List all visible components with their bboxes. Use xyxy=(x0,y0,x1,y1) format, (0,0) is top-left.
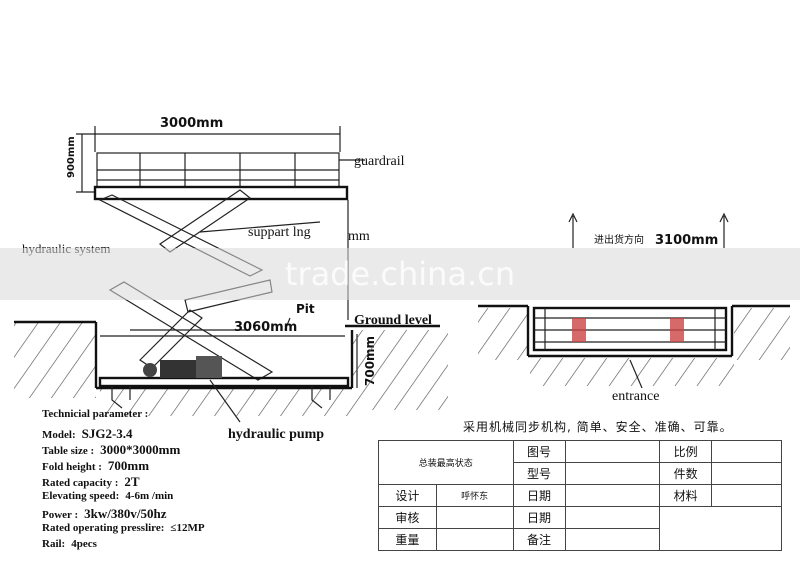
pit-label: Pit xyxy=(296,302,315,316)
spec-label: Model: xyxy=(42,429,76,441)
spec-label: Elevating speed: xyxy=(42,490,120,502)
scale-label: 比例 xyxy=(659,440,713,463)
drawing-name: 总装最高状态 xyxy=(378,440,514,485)
spec-value: 4-6m /min xyxy=(125,490,174,502)
date-value xyxy=(564,506,661,529)
drawing-no-value xyxy=(564,440,661,463)
spec-heading: Technicial parameter : xyxy=(42,408,149,420)
date-value xyxy=(564,484,661,507)
plan-floor-hatch xyxy=(530,358,734,386)
watermark-text: trade.china.cn xyxy=(285,255,515,293)
spec-label: Fold height : xyxy=(42,461,102,473)
spec-value: 4pecs xyxy=(71,538,97,550)
spec-row: Power : 3kw/380v/50hz xyxy=(42,506,167,522)
spec-value: 3000*3000mm xyxy=(100,442,181,457)
spec-value: 700mm xyxy=(107,458,150,473)
left-ground-hatch xyxy=(14,322,96,398)
plan-right-hatch xyxy=(734,308,790,360)
direction-label: 进出货方向 xyxy=(594,233,644,246)
spec-label: Power : xyxy=(42,509,79,521)
plan-table-frame xyxy=(532,306,728,352)
pit-length-label: 3060mm xyxy=(234,320,297,335)
right-ground-hatch xyxy=(352,330,448,410)
date-label: 日期 xyxy=(512,506,566,529)
hydraulic-pump: hydraulic pump xyxy=(143,356,324,442)
side-elevation: 3000mm 900mm guardrail suppar xyxy=(14,116,448,442)
weight-value xyxy=(435,528,514,551)
date-label: 日期 xyxy=(512,484,566,507)
guardrail: guardrail xyxy=(96,152,405,188)
spec-label: Rail: xyxy=(42,538,66,550)
spec-row: Elevating speed: 4-6m /min xyxy=(42,490,173,502)
pit-feet xyxy=(111,386,331,409)
watermark: trade.china.cn xyxy=(0,248,800,300)
plan-left-hatch xyxy=(478,308,528,360)
slogan: 采用机械同步机构, 简单、安全、准确、可靠。 xyxy=(463,420,733,434)
spec-value: ≤12MP xyxy=(170,522,205,534)
top-width-label: 3000mm xyxy=(160,116,223,131)
material-value xyxy=(711,484,782,507)
side-dimension-fragment: mm xyxy=(348,229,370,244)
plan-view: 进出货方向 3100mm entrance xyxy=(478,212,790,404)
spec-row: Fold height : 700mm xyxy=(42,458,149,474)
spec-value: 2T xyxy=(124,474,140,489)
entrance-label: entrance xyxy=(612,389,659,404)
guardrail-label: guardrail xyxy=(354,154,405,169)
spec-value: 3kw/380v/50hz xyxy=(84,506,167,521)
review-label: 审核 xyxy=(378,506,437,529)
spec-label: Table size : xyxy=(42,445,95,457)
spec-row: Table size : 3000*3000mm xyxy=(42,442,180,458)
spec-row: Rail: 4pecs xyxy=(42,538,97,550)
guardrail-height-label: 900mm xyxy=(66,136,77,178)
remark-label: 备注 xyxy=(512,528,566,551)
top-width-dimension: 3000mm xyxy=(94,116,341,152)
spec-label: Rated operating presslire: xyxy=(42,522,165,534)
scale-value xyxy=(711,440,782,463)
drawing-no-label: 图号 xyxy=(512,440,566,463)
model-no-value xyxy=(564,462,661,485)
spec-row: Rated capacity : 2T xyxy=(42,474,140,490)
hydraulic-pump-label: hydraulic pump xyxy=(228,427,324,442)
remark-value xyxy=(564,528,661,551)
title-block: 总装最高状态 图号 比例 型号 件数 设计 呼怀东 日期 材料 审核 日期 重量… xyxy=(378,440,782,551)
base-frame xyxy=(98,376,350,388)
title-block-logo-area xyxy=(659,506,782,551)
design-label: 设计 xyxy=(378,484,437,507)
lifting-table xyxy=(93,185,349,201)
material-label: 材料 xyxy=(659,484,713,507)
designer-name: 呼怀东 xyxy=(435,484,514,507)
spec-label: Rated capacity : xyxy=(42,477,119,489)
reviewer-name xyxy=(435,506,514,529)
weight-label: 重量 xyxy=(378,528,437,551)
guardrail-height-dimension: 900mm xyxy=(66,133,96,193)
plan-width-label: 3100mm xyxy=(655,233,718,248)
support-leg-label: suppart lng xyxy=(248,225,311,240)
ground-level-label: Ground level xyxy=(354,313,432,328)
spec-row: Model: SJG2-3.4 xyxy=(42,426,133,442)
spec-value: SJG2-3.4 xyxy=(81,426,133,441)
spec-row: Rated operating presslire: ≤12MP xyxy=(42,522,205,534)
model-no-label: 型号 xyxy=(512,462,566,485)
pieces-label: 件数 xyxy=(659,462,713,485)
pieces-value xyxy=(711,462,782,485)
